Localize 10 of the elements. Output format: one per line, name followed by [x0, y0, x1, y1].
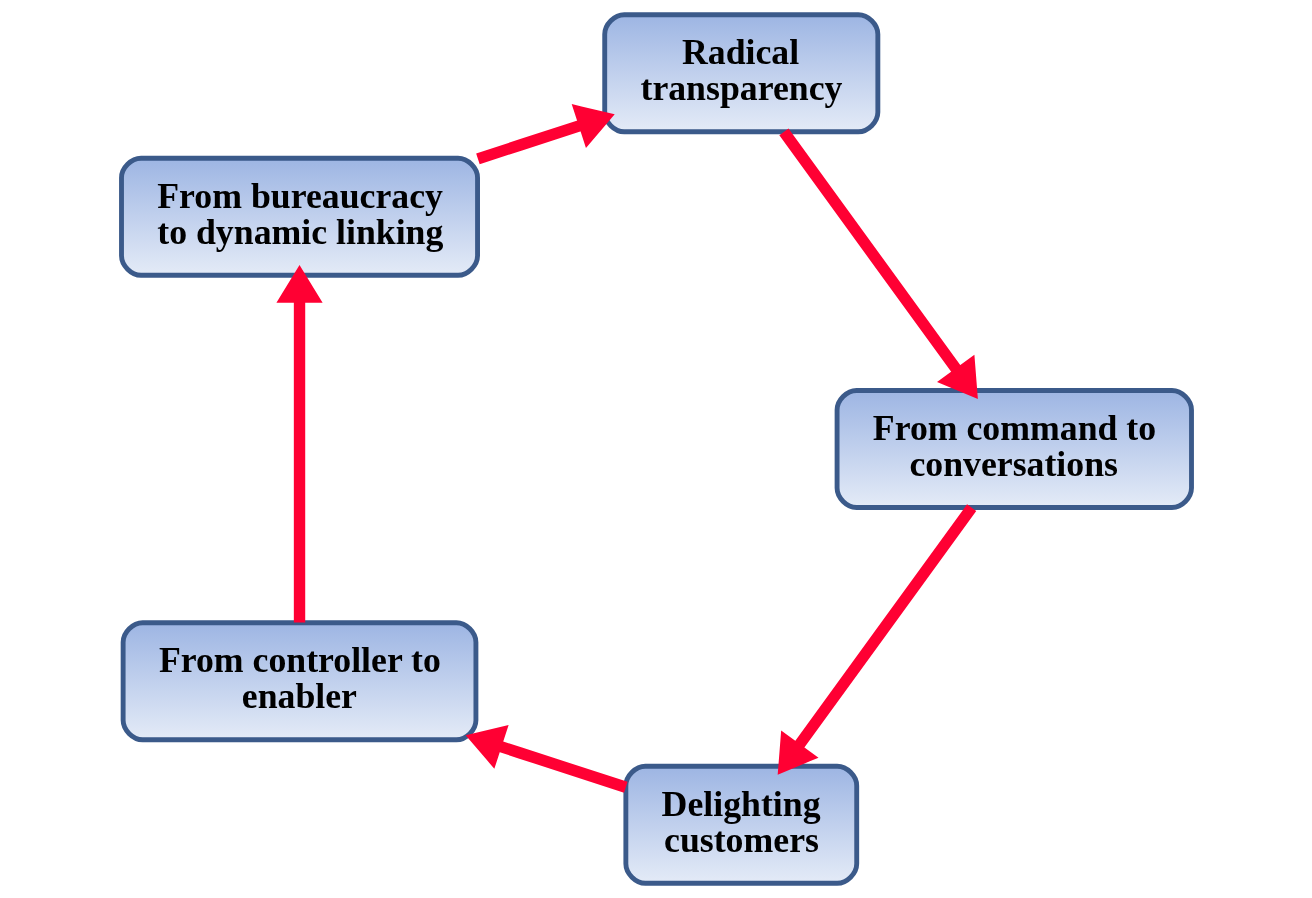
arrow	[778, 128, 978, 399]
node-box: Delighting customers	[622, 763, 859, 886]
node-box: From bureaucracy to dynamic linking	[118, 155, 480, 278]
arrow	[275, 264, 323, 623]
node-box: From command to conversations	[834, 388, 1194, 510]
arrow	[465, 724, 628, 793]
node-box: From controller to enabler	[120, 620, 478, 743]
node-box: Radical transparency	[601, 12, 880, 135]
arrow	[475, 104, 615, 165]
arrow	[777, 504, 976, 775]
